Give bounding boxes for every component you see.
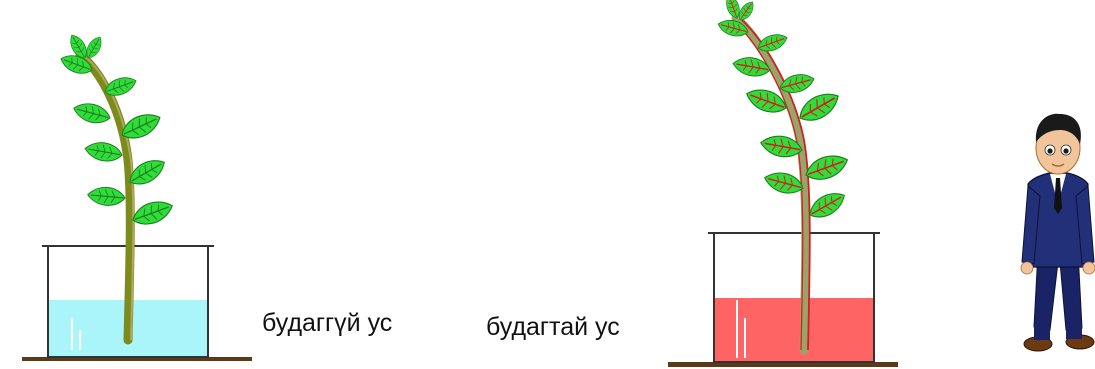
- right-plant-icon: [715, 0, 852, 355]
- right-setup: [668, 0, 898, 367]
- plain-water-label: будаггүй ус: [262, 309, 393, 337]
- dyed-water-label: будагтай ус: [486, 313, 620, 341]
- right-beaker: [708, 232, 880, 363]
- right-water: [714, 298, 874, 362]
- boy-icon: [1020, 113, 1095, 352]
- left-setup: [22, 31, 252, 361]
- right-table: [668, 362, 898, 367]
- left-table: [22, 357, 252, 361]
- left-plant-icon: [57, 31, 177, 345]
